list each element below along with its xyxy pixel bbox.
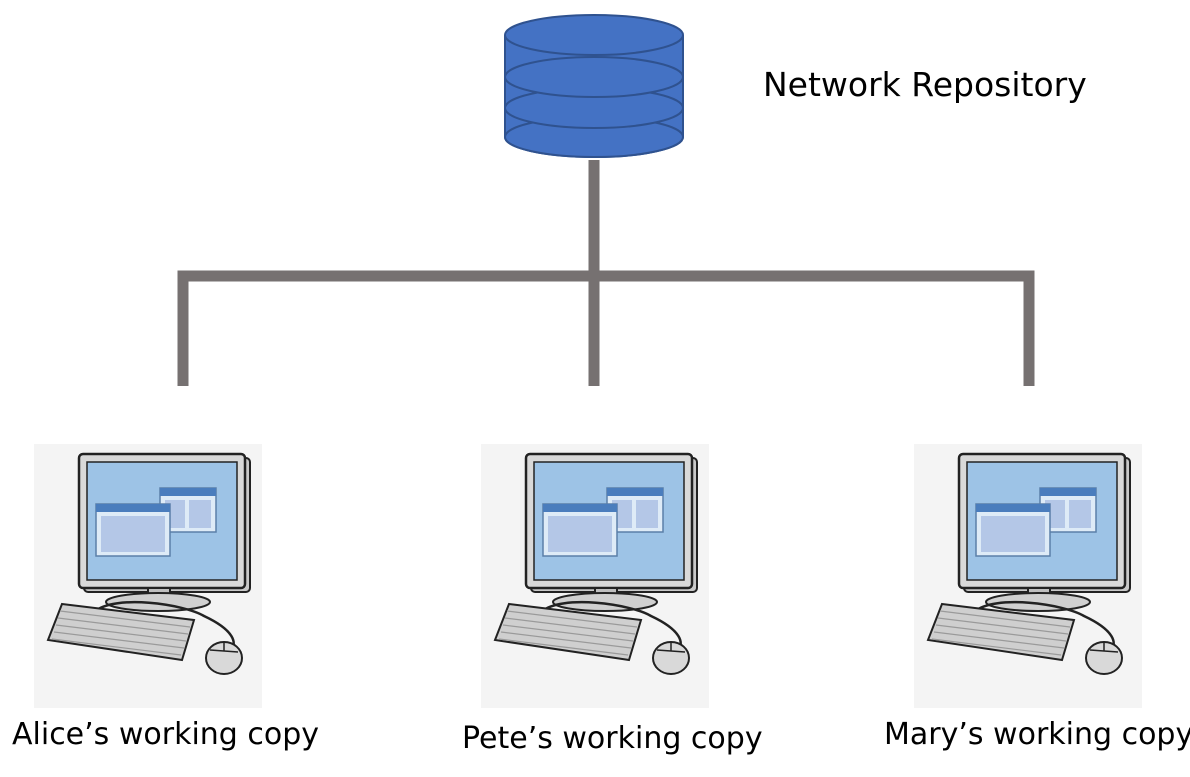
desktop-computer-icon xyxy=(912,442,1144,710)
client-label-mary: Mary’s working copy xyxy=(884,717,1190,752)
repository-label: Network Repository xyxy=(763,65,1087,104)
client-label-alice: Alice’s working copy xyxy=(12,717,320,752)
client-label-pete: Pete’s working copy xyxy=(462,721,763,756)
network-connectors xyxy=(177,160,1035,386)
desktop-computer-icon xyxy=(32,442,264,710)
desktop-computer-icon xyxy=(479,442,711,710)
database-icon xyxy=(504,14,684,158)
